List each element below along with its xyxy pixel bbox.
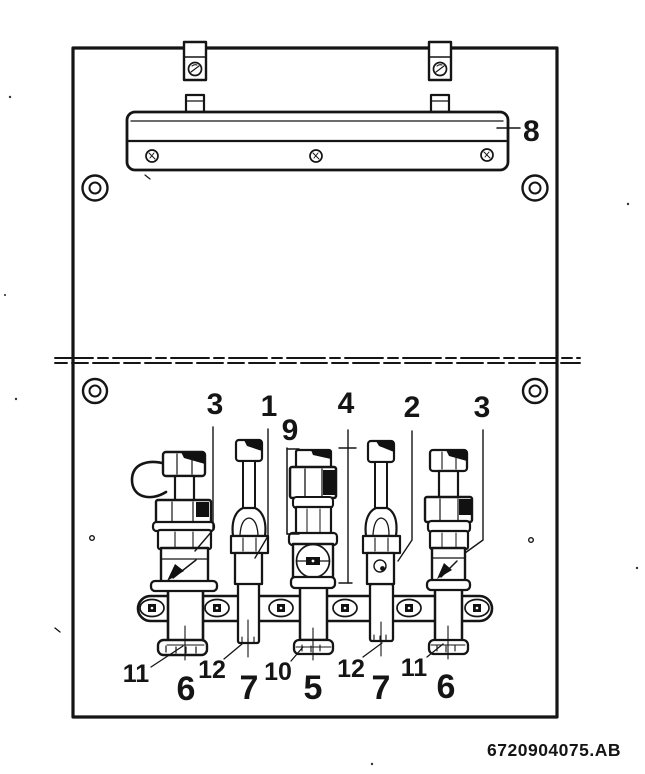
bar-screw-center	[309, 149, 323, 163]
rail-slots	[139, 598, 490, 618]
pipe-stub-3	[292, 584, 335, 661]
washer-mid-left	[81, 377, 109, 405]
callout-label: 7	[372, 669, 391, 707]
pipe-stub-1	[156, 586, 209, 661]
lower-callout-leaders	[150, 642, 444, 668]
pipe-stub-2	[236, 581, 261, 658]
callout-label: 12	[198, 656, 226, 684]
callout-label: 5	[304, 669, 323, 707]
callout-label: 4	[338, 387, 355, 420]
callout-label: 7	[240, 669, 259, 707]
callout-label: 11	[123, 660, 150, 688]
figure-reference-code: 6720904075.AB	[487, 740, 621, 760]
callout-label: 10	[264, 658, 292, 686]
callout-8-label: 8	[523, 115, 540, 148]
bar-screw-right	[480, 148, 494, 162]
flow-direction-icon	[437, 560, 458, 579]
valve-assembly-2	[229, 438, 270, 586]
callout-9-bracket	[286, 447, 300, 535]
flow-direction-icon	[167, 559, 197, 581]
rail-slot-screw	[268, 598, 294, 618]
mounting-clip-right	[427, 40, 453, 82]
washer-mid-right	[521, 377, 549, 405]
hanger-bar	[125, 110, 510, 172]
callout-label: 6	[437, 668, 456, 706]
rail-slot-screw	[204, 598, 230, 618]
rail-slot-screw	[139, 598, 165, 618]
panel-break-line	[54, 357, 581, 364]
mounting-clip-left	[182, 40, 208, 82]
hanger-bar-post-right	[429, 93, 451, 114]
pipe-stub-5	[427, 586, 470, 660]
callout-label: 11	[401, 654, 428, 682]
valve-mark-icon	[373, 559, 387, 573]
callout-4-bracket	[338, 429, 357, 584]
valve-assembly-5	[423, 448, 474, 592]
bar-screw-left	[145, 149, 159, 163]
valve-assembly-3	[287, 448, 339, 590]
valve-assembly-1	[130, 450, 219, 593]
callout-label: 12	[337, 655, 365, 683]
upper-callout-leaders	[194, 426, 484, 584]
callout-label: 1	[261, 390, 278, 423]
callout-label: 6	[177, 670, 196, 708]
mounting-panel-outline	[71, 46, 559, 719]
washer-top-left	[81, 174, 109, 202]
scan-noise	[3, 95, 639, 766]
rail-slot-screw	[464, 598, 490, 618]
callout-label: 3	[474, 391, 491, 424]
callout-label: 9	[282, 414, 299, 447]
washer-top-right	[521, 174, 549, 202]
rail-slot-screw	[332, 598, 358, 618]
pipe-stub-4	[368, 582, 395, 657]
valve-assembly-4	[361, 439, 402, 586]
hanger-bar-post-left	[184, 93, 206, 114]
rail-slot-screw	[396, 598, 422, 618]
callout-label: 3	[207, 388, 224, 421]
callout-label: 2	[404, 391, 421, 424]
